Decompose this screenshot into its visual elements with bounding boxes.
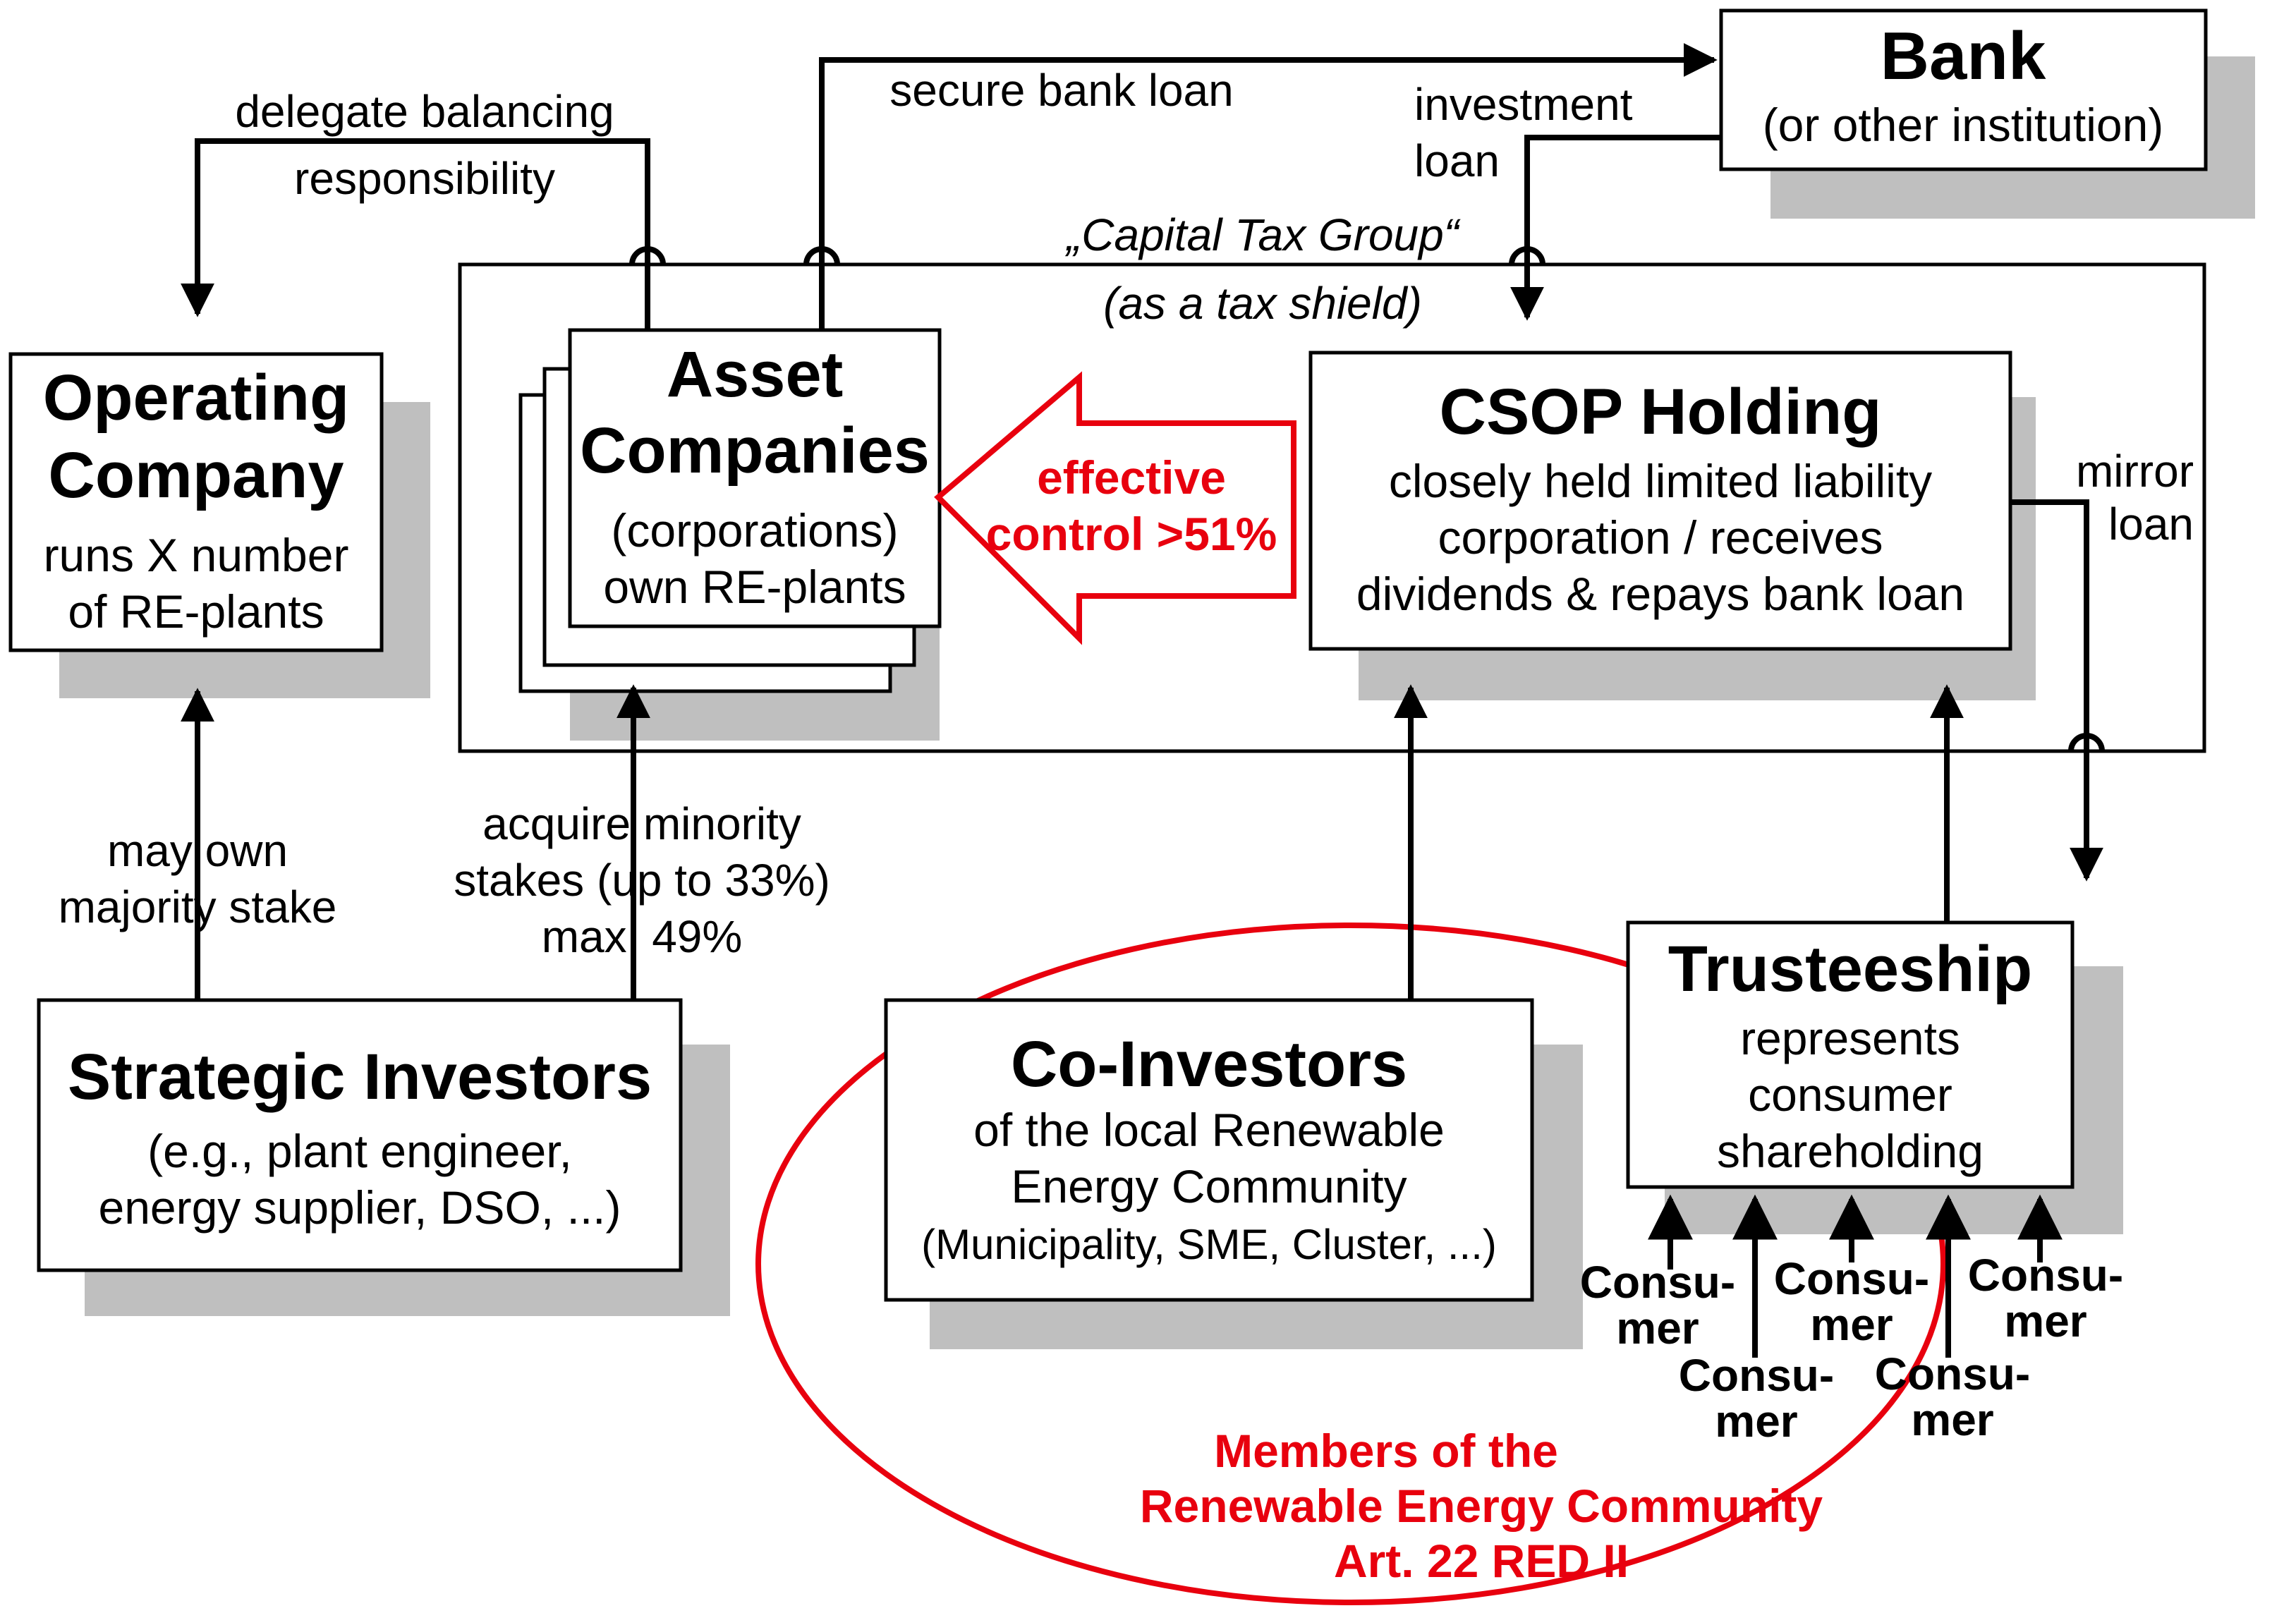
mirror-loan-label-2: loan: [2108, 499, 2194, 549]
trusteeship-line-2: consumer: [1748, 1069, 1952, 1121]
trusteeship-box: Trusteeship represents consumer sharehol…: [1626, 920, 2075, 1189]
consumer-3-line-1: Consu-: [1774, 1253, 1929, 1304]
bank-title: Bank: [1881, 18, 2046, 94]
csop-holding-line-1: closely held limited liability: [1389, 455, 1932, 507]
trusteeship-line-1: represents: [1740, 1012, 1960, 1064]
asset-companies-line-2: own RE-plants: [603, 561, 906, 613]
csop-holding-title: CSOP Holding: [1440, 376, 1882, 448]
consumer-4-line-1: Consu-: [1875, 1349, 2030, 1399]
consumer-1-line-2: mer: [1616, 1303, 1699, 1353]
mirror-loan-arrow: [2010, 499, 2103, 882]
co-investors-line-3: (Municipality, SME, Cluster, ...): [921, 1221, 1497, 1268]
secure-bank-loan-label: secure bank loan: [889, 65, 1233, 116]
community-label-3: Art. 22 RED II: [1334, 1535, 1629, 1587]
co-investors-line-2: Energy Community: [1011, 1160, 1407, 1212]
mirror-loan-hop: [2068, 733, 2105, 752]
csop-holding-line-3: dividends & repays bank loan: [1356, 568, 1964, 620]
delegate-hop: [629, 246, 666, 265]
effective-control-line-1: effective: [1037, 451, 1226, 504]
consumer-5-line-1: Consu-: [1968, 1250, 2123, 1301]
strategic-investors-line-2: energy supplier, DSO, ...): [99, 1181, 621, 1234]
effective-control-line-2: control >51%: [986, 508, 1277, 560]
effective-control-arrow: effective control >51%: [934, 371, 1296, 645]
delegate-label-2: responsibility: [294, 153, 555, 204]
minority-stakes-label-1: acquire minority: [482, 798, 801, 849]
asset-companies-stack: Asset Companies (corporations) own RE-pl…: [518, 328, 942, 693]
secure-bank-loan-arrow: [819, 43, 1718, 330]
minority-stakes-label-3: max. 49%: [542, 911, 743, 962]
consumer-3-line-2: mer: [1810, 1299, 1893, 1350]
asset-companies-line-1: (corporations): [611, 504, 898, 556]
consumer-5-line-2: mer: [2004, 1296, 2087, 1346]
trusteeship-line-3: shareholding: [1717, 1125, 1984, 1177]
community-label-2: Renewable Energy Community: [1140, 1480, 1823, 1532]
operating-company-line-1: runs X number: [44, 529, 349, 581]
consumer-1-line-1: Consu-: [1580, 1257, 1735, 1308]
asset-companies-title-2: Companies: [580, 415, 930, 487]
delegate-balancing-arrow: [181, 138, 650, 330]
co-investors-box: Co-Investors of the local Renewable Ener…: [884, 998, 1534, 1302]
asset-companies-title-1: Asset: [667, 339, 844, 410]
tax-shield-label: (as a tax shield): [1103, 278, 1422, 329]
operating-company-box: Operating Company runs X number of RE-pl…: [8, 352, 384, 652]
secure-loan-hop: [803, 246, 840, 265]
delegate-label-1: delegate balancing: [235, 86, 614, 137]
strategic-investors-title: Strategic Investors: [68, 1041, 652, 1113]
bank-box: Bank (or other institution): [1719, 8, 2208, 171]
investment-loan-label-2: loan: [1414, 135, 1500, 186]
minority-stakes-label-2: stakes (up to 33%): [454, 855, 830, 906]
investment-loan-arrow: [1510, 135, 1721, 321]
investment-loan-label-1: investment: [1414, 79, 1633, 130]
community-ellipse: [755, 923, 1946, 1605]
community-label-1: Members of the: [1214, 1425, 1558, 1477]
investment-loan-hop: [1509, 246, 1545, 265]
operating-company-title-2: Company: [48, 439, 344, 511]
majority-stake-label-2: majority stake: [59, 882, 337, 932]
strategic-investors-line-1: (e.g., plant engineer,: [147, 1125, 572, 1177]
bank-subtitle: (or other institution): [1763, 99, 2164, 151]
consumer-4-line-2: mer: [1911, 1394, 1993, 1445]
operating-company-title-1: Operating: [43, 362, 349, 434]
consumer-2-line-1: Consu-: [1679, 1350, 1834, 1401]
tax-group-label: „Capital Tax Group“: [1064, 209, 1462, 260]
majority-stake-label-1: may own: [107, 825, 288, 876]
trusteeship-title: Trusteeship: [1668, 933, 2032, 1005]
capital-tax-group-frame: [458, 262, 2206, 753]
strategic-investors-box: Strategic Investors (e.g., plant enginee…: [37, 998, 683, 1272]
mirror-loan-label-1: mirror: [2076, 446, 2194, 497]
co-investors-line-1: of the local Renewable: [973, 1104, 1445, 1156]
consumer-2-line-2: mer: [1715, 1396, 1797, 1447]
csop-holding-line-2: corporation / receives: [1438, 511, 1883, 564]
operating-company-line-2: of RE-plants: [68, 585, 324, 638]
co-investors-title: Co-Investors: [1011, 1028, 1407, 1100]
csop-holding-box: CSOP Holding closely held limited liabil…: [1308, 351, 2012, 651]
